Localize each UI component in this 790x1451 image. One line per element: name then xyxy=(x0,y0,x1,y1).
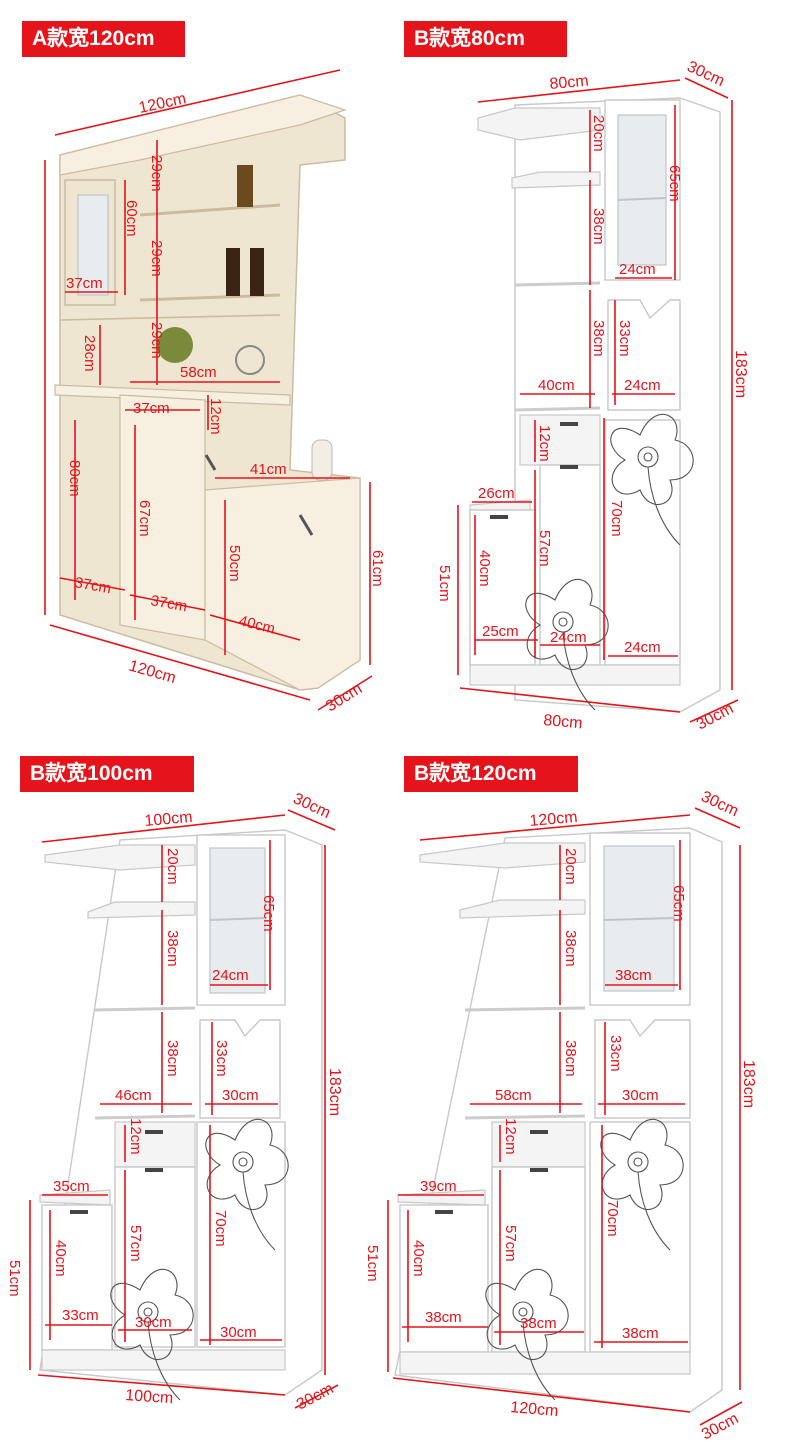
b120-low-h: 51cm xyxy=(364,1245,381,1282)
b80-depth: 30cm xyxy=(694,700,737,733)
a-door-mid: 67cm xyxy=(136,500,153,537)
a-niche-width: 58cm xyxy=(180,364,217,381)
a-glass-height: 60cm xyxy=(123,200,140,237)
a-glass-width: 37cm xyxy=(66,275,103,292)
b80-height: 183cm xyxy=(732,350,749,398)
b120-s38b: 38cm xyxy=(562,1040,579,1077)
b120-glass-w: 38cm xyxy=(615,967,652,984)
b80-b25: 25cm xyxy=(482,623,519,640)
a-depth: 30cm xyxy=(323,680,365,715)
a-low-door: 50cm xyxy=(226,545,243,582)
a-drawer-height: 12cm xyxy=(207,398,224,435)
b120-depth: 30cm xyxy=(699,1410,742,1443)
a-width-bottom: 120cm xyxy=(127,658,178,688)
a-width-top: 120cm xyxy=(137,90,188,117)
cabinet-b100-drawing xyxy=(39,829,323,1401)
a-shelf3: 29cm xyxy=(148,322,165,359)
b80-glass-w: 24cm xyxy=(619,261,656,278)
b120-glass-h: 65cm xyxy=(670,885,687,922)
b100-low-h: 51cm xyxy=(6,1260,23,1297)
cabinet-b120-dimension-lines xyxy=(387,807,743,1426)
b80-width-bottom: 80cm xyxy=(543,712,583,732)
header-b120: B款宽120cm xyxy=(404,756,578,792)
b100-b33: 33cm xyxy=(62,1307,99,1324)
b120-step-w: 39cm xyxy=(420,1178,457,1195)
b100-glass-w: 24cm xyxy=(212,967,249,984)
b100-w46: 46cm xyxy=(115,1087,152,1104)
cabinet-b120-drawing xyxy=(394,827,723,1413)
b120-b38a: 38cm xyxy=(425,1309,462,1326)
b80-mid-h: 57cm xyxy=(536,530,553,567)
cabinet-b100-dimension-lines xyxy=(29,809,339,1409)
b100-glass-h: 65cm xyxy=(260,895,277,932)
b80-s20: 20cm xyxy=(590,115,607,152)
b120-s38a: 38cm xyxy=(562,930,579,967)
b80-niche-h: 33cm xyxy=(616,320,633,357)
b100-mid-h: 57cm xyxy=(127,1225,144,1262)
cabinet-b80-dimension-lines xyxy=(457,77,739,723)
a-shelf2: 29cm xyxy=(148,240,165,277)
a-door-left: 80cm xyxy=(66,460,83,497)
b120-drawer-h: 12cm xyxy=(502,1118,519,1155)
b120-w58: 58cm xyxy=(495,1087,532,1104)
b80-s38b: 38cm xyxy=(590,320,607,357)
a-niche-height: 28cm xyxy=(81,335,98,372)
b120-b38c: 38cm xyxy=(622,1325,659,1342)
header-a: A款宽120cm xyxy=(22,21,185,57)
b80-low-h: 51cm xyxy=(436,565,453,602)
b120-width-bottom: 120cm xyxy=(510,1399,559,1420)
b100-s38a: 38cm xyxy=(164,930,181,967)
b100-s20: 20cm xyxy=(164,848,181,885)
b80-b24b: 24cm xyxy=(624,639,661,656)
b100-height: 183cm xyxy=(326,1068,343,1116)
b100-niche-h: 33cm xyxy=(213,1040,230,1077)
b80-b24a: 24cm xyxy=(550,629,587,646)
b120-height: 183cm xyxy=(740,1060,757,1108)
b80-step-w: 26cm xyxy=(478,485,515,502)
b100-door-h: 70cm xyxy=(212,1210,229,1247)
a-low-top: 41cm xyxy=(250,461,287,478)
b120-depth-top: 30cm xyxy=(698,788,741,820)
b120-width-top: 120cm xyxy=(529,809,578,830)
b80-s38a: 38cm xyxy=(590,208,607,245)
b80-w40: 40cm xyxy=(538,377,575,394)
b100-step-w: 35cm xyxy=(53,1178,90,1195)
a-low-height: 61cm xyxy=(369,550,386,587)
a-bottom-w2: 37cm xyxy=(149,592,188,615)
cabinet-b120-labels: 120cm 30cm 20cm 38cm 38cm 65cm 38cm 33cm… xyxy=(364,788,757,1443)
b80-glass-h: 65cm xyxy=(666,165,683,202)
b100-low-inner: 40cm xyxy=(52,1240,69,1277)
cabinet-a-drawing xyxy=(54,94,361,691)
b120-low-inner: 40cm xyxy=(410,1240,427,1277)
b100-depth-top: 30cm xyxy=(290,790,333,822)
a-bottom-w1: 37cm xyxy=(73,574,112,597)
b120-niche-h: 33cm xyxy=(607,1035,624,1072)
b100-width-bottom: 100cm xyxy=(125,1387,174,1407)
b80-low-inner: 40cm xyxy=(476,550,493,587)
b120-w30: 30cm xyxy=(622,1087,659,1104)
b80-door-h: 70cm xyxy=(608,500,625,537)
b80-drawer-h: 12cm xyxy=(536,425,553,462)
b120-mid-h: 57cm xyxy=(502,1225,519,1262)
cabinet-b80-drawing xyxy=(469,97,721,713)
b100-b30a: 30cm xyxy=(135,1314,172,1331)
a-shelf1: 29cm xyxy=(148,155,165,192)
header-b80: B款宽80cm xyxy=(404,21,567,57)
b100-width-top: 100cm xyxy=(144,809,193,830)
b100-s38b: 38cm xyxy=(164,1040,181,1077)
header-b100: B款宽100cm xyxy=(20,756,194,792)
b100-drawer-h: 12cm xyxy=(127,1118,144,1155)
a-drawer-width: 37cm xyxy=(133,400,170,417)
b80-depth-top: 30cm xyxy=(684,58,727,90)
b120-door-h: 70cm xyxy=(604,1200,621,1237)
b100-w30: 30cm xyxy=(222,1087,259,1104)
cabinet-a-dimension-lines xyxy=(44,69,373,711)
b100-b30b: 30cm xyxy=(220,1324,257,1341)
b80-w24: 24cm xyxy=(624,377,661,394)
b80-width-top: 80cm xyxy=(549,73,589,93)
b120-b38b: 38cm xyxy=(520,1315,557,1332)
b120-s20: 20cm xyxy=(562,848,579,885)
